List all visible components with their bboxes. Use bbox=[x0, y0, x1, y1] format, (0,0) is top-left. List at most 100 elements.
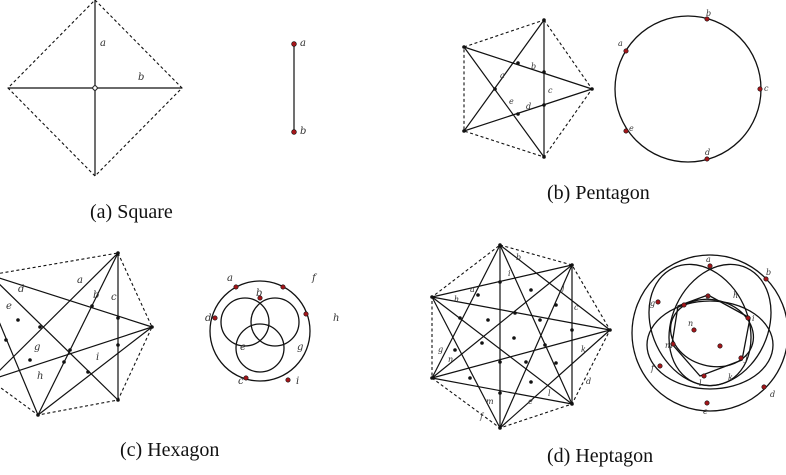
heptagon-circle-point bbox=[655, 299, 661, 305]
hexagon-label-b: b bbox=[93, 290, 99, 301]
heptagon-intersection bbox=[458, 316, 462, 320]
heptagon-right-labels: a b c d e f g h i j k l m n bbox=[650, 255, 775, 416]
heptagon-intersection bbox=[529, 288, 533, 292]
square-right-label-a: a bbox=[300, 38, 306, 49]
hexagon-label-i: i bbox=[96, 352, 99, 363]
pentagon-intersection bbox=[542, 70, 546, 74]
heptagon-intersection bbox=[468, 376, 472, 380]
heptagon-label-m: m bbox=[486, 397, 494, 406]
caption-pentagon: (b) Pentagon bbox=[547, 182, 650, 204]
heptagon-diagonal bbox=[431, 296, 501, 429]
heptagon-label-c: c bbox=[574, 303, 579, 312]
panel-hexagon: a b c d e g h i a b d e f g h bbox=[0, 251, 339, 461]
square-right-diagram: a b bbox=[291, 38, 306, 137]
heptagon-points bbox=[430, 243, 612, 430]
heptagon-label-e: e bbox=[528, 397, 533, 406]
hexagon-intersection bbox=[38, 325, 42, 329]
pentagon-left-diagram: a b c d e bbox=[462, 18, 594, 159]
heptagon-right-diagram: a b c d e f g h i j k l m n bbox=[631, 254, 786, 416]
heptagon-diagonals bbox=[431, 244, 611, 429]
heptagon-intersection bbox=[476, 293, 480, 297]
heptagon-vertex bbox=[608, 328, 612, 332]
heptagon-right-points bbox=[655, 263, 769, 406]
hexagon-circle-point-c bbox=[243, 375, 249, 381]
heptagon-diagonal bbox=[431, 244, 501, 379]
hexagon-label-c: c bbox=[111, 292, 117, 303]
heptagon-diagonal bbox=[499, 329, 611, 429]
hexagon-right-label-d: d bbox=[205, 313, 211, 324]
heptagon-intersection bbox=[498, 280, 502, 284]
hexagon-circle-point-d bbox=[212, 315, 218, 321]
heptagon-circle-point bbox=[691, 327, 697, 333]
pentagon-intersection bbox=[542, 103, 546, 107]
hexagon-label-h: h bbox=[37, 371, 43, 382]
heptagon-intersection bbox=[512, 336, 516, 340]
heptagon-diagonal bbox=[431, 377, 573, 405]
hexagon-right-label-h: h bbox=[333, 313, 339, 324]
pentagon-right-label-c: c bbox=[764, 84, 769, 93]
heptagon-right-label-k: k bbox=[728, 373, 733, 382]
heptagon-intersection bbox=[538, 318, 542, 322]
pentagon-diagonal bbox=[463, 19, 545, 132]
heptagon-right-label-n: n bbox=[688, 319, 693, 328]
heptagon-label-k: k bbox=[581, 345, 586, 354]
heptagon-outline bbox=[431, 244, 611, 429]
pentagon-intersection bbox=[516, 112, 520, 116]
hexagon-intersection bbox=[16, 318, 20, 322]
hexagon-right-label-f: f bbox=[311, 273, 318, 284]
pentagon-label-b: b bbox=[531, 62, 536, 71]
hexagon-intersection bbox=[90, 304, 94, 308]
heptagon-vertex bbox=[570, 402, 574, 406]
heptagon-diagonal bbox=[431, 329, 611, 379]
pentagon-circle-point-b bbox=[704, 16, 710, 22]
heptagon-right-label-m: m bbox=[665, 341, 673, 350]
hexagon-vertex bbox=[116, 251, 120, 255]
hexagon-circle-point-h bbox=[280, 284, 286, 290]
pentagon-right-label-d: d bbox=[705, 148, 710, 157]
caption-square: (a) Square bbox=[90, 201, 173, 223]
hexagon-intersection bbox=[116, 343, 120, 347]
heptagon-intersection bbox=[529, 380, 533, 384]
pentagon-outline bbox=[463, 19, 593, 158]
pentagon-label-a: a bbox=[500, 71, 505, 80]
pentagon-label-e: e bbox=[509, 97, 514, 106]
heptagon-circle-point bbox=[670, 341, 676, 347]
pentagon-right-label-a: a bbox=[618, 39, 623, 48]
hexagon-diagonal bbox=[0, 283, 119, 401]
hexagon-label-g: g bbox=[34, 342, 40, 353]
hexagon-diagonal bbox=[0, 322, 39, 416]
heptagon-right-label-f: f bbox=[650, 364, 656, 373]
hexagon-diagonal bbox=[0, 277, 153, 328]
heptagon-orbit-ellipse bbox=[668, 263, 772, 387]
heptagon-diagonal bbox=[431, 296, 611, 331]
heptagon-right-label-i: i bbox=[752, 314, 755, 323]
pentagon-circle-point-c bbox=[757, 86, 763, 92]
pentagon-vertex bbox=[462, 45, 466, 49]
heptagon-circle-point bbox=[701, 373, 707, 379]
heptagon-vertex bbox=[498, 426, 502, 430]
caption-heptagon: (d) Heptagon bbox=[547, 445, 653, 467]
heptagon-right-label-d: d bbox=[770, 390, 775, 399]
hexagon-intersection bbox=[4, 338, 8, 342]
heptagon-intersection bbox=[570, 328, 574, 332]
hexagon-intersection bbox=[28, 358, 32, 362]
heptagon-diagonal bbox=[431, 264, 573, 379]
heptagon-right-label-e: e bbox=[703, 407, 708, 416]
hexagon-intersection bbox=[86, 370, 90, 374]
square-label-b: b bbox=[138, 72, 144, 83]
heptagon-orbit-ellipse bbox=[669, 298, 755, 368]
heptagon-circle-point bbox=[745, 315, 751, 321]
pentagon-circle-point-e bbox=[623, 128, 629, 134]
heptagon-diagonal bbox=[499, 264, 573, 429]
pentagon-intersection bbox=[493, 87, 497, 91]
heptagon-label-l: l bbox=[548, 389, 551, 398]
heptagon-label-a: a bbox=[470, 285, 475, 294]
hexagon-inner-circle bbox=[250, 297, 300, 347]
heptagon-orbit-ellipse bbox=[646, 300, 774, 390]
heptagon-label-b: b bbox=[516, 253, 521, 262]
heptagon-intersection bbox=[513, 311, 517, 315]
hexagon-vertex bbox=[36, 413, 40, 417]
heptagon-circle-point bbox=[681, 302, 687, 308]
pentagon-label-d: d bbox=[526, 102, 531, 111]
